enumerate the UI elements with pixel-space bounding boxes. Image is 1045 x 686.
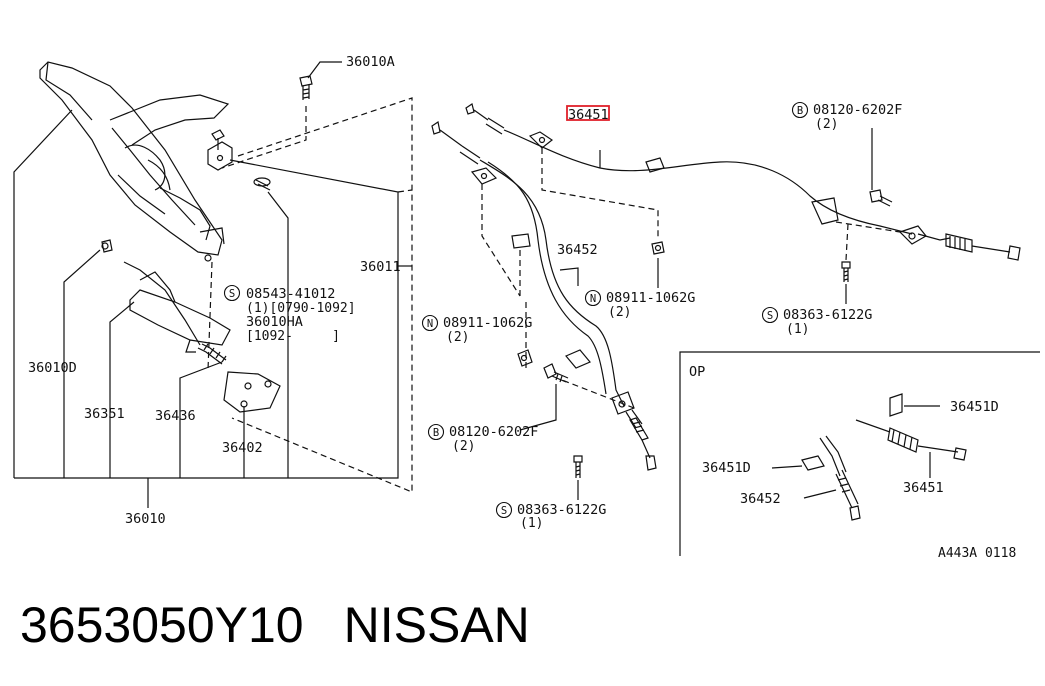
label-08911-left: 08911-1062G [443,315,532,331]
circle-s-right [761,306,779,324]
fastener-screw-bottom [573,455,583,478]
circle-b-top [791,101,809,119]
op-box-title: OP [689,364,705,380]
circle-n-left [421,314,439,332]
op-label-36451d-top: 36451D [950,399,999,415]
middle-leader-lines [519,128,873,500]
middle-dashed-guides [481,148,901,409]
circle-s-bottom [495,501,513,519]
bolt-36010a [299,75,313,100]
fastener-bolt-right [869,189,893,207]
letter-s-bottom: S [501,505,507,517]
label-36351: 36351 [84,406,125,422]
left-dashed-guides [207,97,413,493]
label-08120-top-qty: (2) [815,117,838,132]
cable-36452 [431,121,657,471]
label-08120-bottom: 08120-6202F [449,424,538,440]
fastener-nut-left [517,349,533,367]
label-36436: 36436 [155,408,196,424]
left-group-frame [13,109,399,508]
label-08363-bottom-qty: (1) [520,516,543,531]
op-label-36451d-left: 36451D [702,460,751,476]
cable-36451 [465,103,1021,261]
fastener-screw-right [841,261,851,282]
label-36452: 36452 [557,242,598,258]
label-36451-highlighted: 36451 [568,107,609,123]
label-08363-right-qty: (1) [786,322,809,337]
fastener-nut-mid [651,241,665,255]
label-36402: 36402 [222,440,263,456]
fastener-bolt-mid [543,363,569,383]
circle-s-08543 [223,284,241,302]
op-label-36452: 36452 [740,491,781,507]
label-08911-mid: 08911-1062G [606,290,695,306]
letter-b-bottom: B [433,427,439,439]
op-box [679,351,1040,556]
caption-part-number: 3653050Y10 [20,597,304,653]
label-36010: 36010 [125,511,166,527]
letter-b-top: B [797,105,803,117]
highlight-box-36451 [566,105,610,121]
label-08543: 08543-41012 [246,286,335,302]
letter-s-08543: S [229,288,235,300]
brake-lever-assembly [39,61,230,262]
label-08911-mid-qty: (2) [608,305,631,320]
label-36011: 36011 [360,259,401,275]
letter-n-mid: N [590,293,596,305]
label-08120-bottom-qty: (2) [452,439,475,454]
circle-n-mid [584,289,602,307]
op-label-36451: 36451 [903,480,944,496]
part-caption: 3653050Y10 NISSAN [20,596,530,654]
label-08363-right: 08363-6122G [783,307,872,323]
label-08543-qty: (1)[0790-1092] [246,301,356,316]
label-36010ha: 36010HA [246,314,303,330]
letter-s-right: S [767,310,773,322]
label-36010a: 36010A [346,54,395,70]
label-08363-bottom: 08363-6122G [517,502,606,518]
letter-n-left: N [427,318,433,330]
label-08120-top: 08120-6202F [813,102,902,118]
label-08911-left-qty: (2) [446,330,469,345]
ratchet-cable-parts [101,239,281,413]
screw-08543 [253,177,271,191]
leader-36010a [307,61,342,79]
label-36010d: 36010D [28,360,77,376]
circle-b-bottom [427,423,445,441]
caption-brand: NISSAN [343,597,530,653]
lever-bracket [207,129,233,171]
label-36010ha-range: [1092- ] [246,329,340,344]
figure-code: A443A 0118 [938,546,1016,561]
